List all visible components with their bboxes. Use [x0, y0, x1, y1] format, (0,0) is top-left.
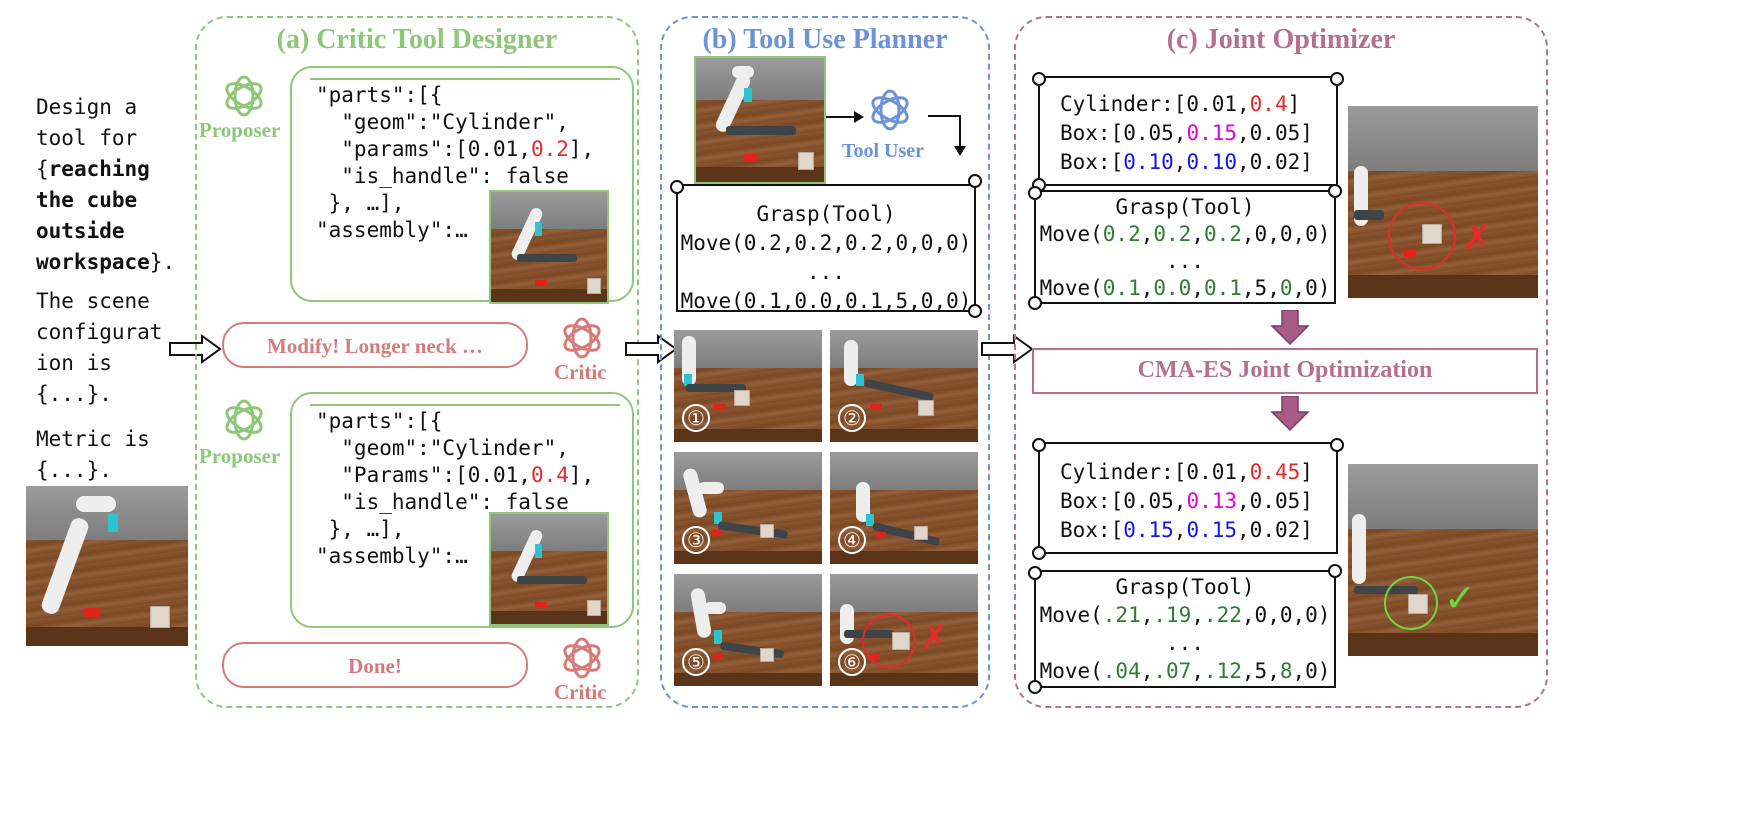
- execution-step-image: ④: [830, 452, 978, 564]
- initial-scene-image: [26, 486, 188, 646]
- critic-feedback-bubble-2: [222, 642, 528, 688]
- openai-icon: [563, 637, 601, 679]
- down-arrow-icon: [1270, 310, 1310, 346]
- tool-render-image-1: [489, 190, 609, 304]
- task-description: Design a tool for {reaching the cube out…: [36, 95, 176, 274]
- action-plan-scroll: [670, 174, 982, 318]
- tool-design-json-1: "parts":[{ "geom":"Cylinder", "params":[…: [316, 83, 595, 242]
- panel-c-title: (c) Joint Optimizer: [1166, 24, 1396, 55]
- tool-params-scroll-after: [1032, 438, 1344, 560]
- tool-use-planner-panel: [660, 16, 990, 708]
- critic-label: Critic: [554, 360, 607, 384]
- openai-icon: [563, 317, 601, 359]
- planner-input-image: [694, 56, 826, 184]
- down-arrow-icon: [928, 115, 966, 156]
- down-arrow-icon: [1270, 396, 1310, 432]
- proposer-label: Proposer: [199, 118, 281, 142]
- result-image-before: ✗: [1348, 106, 1538, 298]
- execution-step-image: ①: [674, 330, 822, 442]
- tool-design-json-2: "parts":[{ "geom":"Cylinder", "Params":[…: [316, 409, 595, 568]
- openai-icon: [225, 75, 263, 117]
- failure-circle: [862, 614, 916, 668]
- critic-feedback-text-2: Done!: [348, 654, 402, 678]
- execution-step-image: ✗ ⑥: [830, 574, 978, 686]
- joint-optimizer-panel: [1014, 16, 1548, 708]
- execution-step-image: ⑤: [674, 574, 822, 686]
- cma-es-box: [1032, 348, 1538, 394]
- success-circle: [1384, 576, 1438, 630]
- proposer-label: Proposer: [199, 444, 281, 468]
- critic-feedback-text-1: Modify! Longer neck …: [266, 334, 484, 358]
- critic-tool-designer-panel: [195, 16, 639, 708]
- tool-params-scroll-before: [1032, 72, 1344, 192]
- metric-text: Metric is {...}.: [36, 427, 150, 482]
- plan-text-before: Grasp(Tool) Move(0.2,0.2,0.2,0,0,0) ... …: [1039, 195, 1331, 300]
- tool-params-before: Cylinder:[0.01,0.4] Box:[0.05,0.15,0.05]…: [1060, 92, 1313, 174]
- fail-cross-icon: ✗: [920, 618, 949, 658]
- critic-feedback-bubble-1: [222, 322, 528, 368]
- right-arrow-icon: [826, 111, 864, 123]
- success-check-icon: ✓: [1444, 576, 1476, 620]
- step-number: ③: [682, 526, 710, 554]
- step-number: ②: [838, 404, 866, 432]
- designer-to-planner-arrow: [625, 334, 678, 364]
- step-number: ①: [682, 404, 710, 432]
- step-number: ④: [838, 526, 866, 554]
- tool-user-label: Tool User: [842, 140, 925, 162]
- plan-scroll-after: [1028, 564, 1342, 694]
- openai-icon: [871, 89, 909, 131]
- tool-render-image-2: [489, 512, 609, 626]
- scene-configuration-text: The scene configurat ion is {...}.: [36, 289, 163, 406]
- failure-circle: [1388, 202, 1456, 270]
- openai-icon: [225, 399, 263, 441]
- panel-b-title: (b) Tool Use Planner: [702, 24, 948, 55]
- execution-step-image: ②: [830, 330, 978, 442]
- plan-text-after: Grasp(Tool) Move(.21,.19,.22,0,0,0) ... …: [1039, 575, 1331, 683]
- plan-scroll-before: [1028, 184, 1342, 310]
- step-number: ⑥: [838, 648, 866, 676]
- execution-step-image: ③: [674, 452, 822, 564]
- action-plan-text: Grasp(Tool) Move(0.2,0.2,0.2,0,0,0) ... …: [680, 202, 972, 313]
- step-number: ⑤: [682, 648, 710, 676]
- fail-cross-icon: ✗: [1462, 218, 1493, 259]
- cma-es-label: CMA-ES Joint Optimization: [1137, 357, 1433, 383]
- tool-params-after: Cylinder:[0.01,0.45] Box:[0.05,0.13,0.05…: [1060, 460, 1313, 542]
- critic-label: Critic: [554, 680, 607, 704]
- panel-a-title: (a) Critic Tool Designer: [276, 24, 558, 55]
- result-image-after: ✓: [1348, 464, 1538, 656]
